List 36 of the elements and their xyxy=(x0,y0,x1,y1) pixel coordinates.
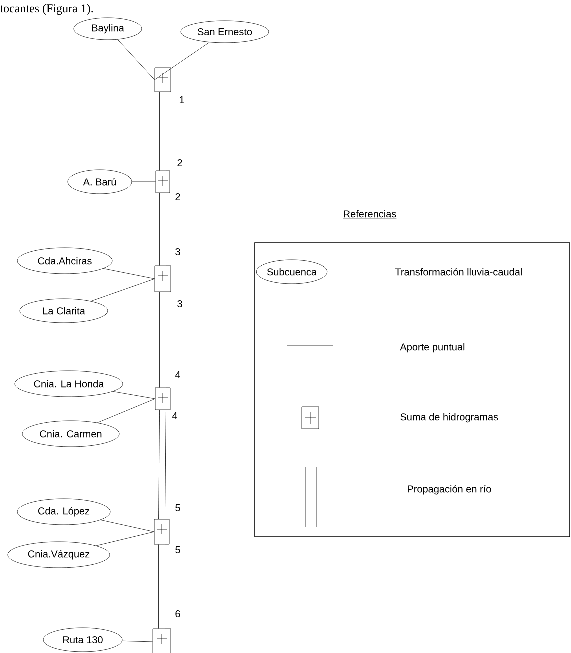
legend-text: Suma de hidrogramas xyxy=(400,413,498,423)
inflow-line xyxy=(97,398,156,424)
reach-number: 5 xyxy=(176,546,180,554)
river-reach xyxy=(158,410,166,520)
junction-box xyxy=(152,628,172,653)
reach-number: 3 xyxy=(178,300,182,308)
legend-text: Aporte puntual xyxy=(400,343,465,353)
reach-number: 4 xyxy=(172,412,178,420)
legend-text: Propagación en río xyxy=(408,485,492,495)
legend-text: Transformación lluvia-caudal xyxy=(395,268,522,276)
river-reach xyxy=(160,193,166,266)
river-reach xyxy=(158,544,166,629)
river-reach xyxy=(160,92,166,171)
inflow-line xyxy=(96,532,154,546)
inflow-line xyxy=(100,520,154,532)
inflow-line xyxy=(112,391,156,400)
river-reach xyxy=(160,292,166,388)
inflow-line xyxy=(122,640,153,642)
reach-number: 2 xyxy=(178,160,182,166)
junction-box xyxy=(155,388,171,410)
reach-number: 2 xyxy=(176,194,180,200)
junction-box xyxy=(154,519,170,545)
reach-number: 3 xyxy=(176,248,180,256)
junction-box xyxy=(154,266,172,292)
inflow-line xyxy=(154,42,210,80)
inflow-line xyxy=(91,278,155,302)
inflow-line xyxy=(118,40,155,80)
body-text: tocantes (Figura 1). xyxy=(0,4,94,16)
reach-number: 6 xyxy=(176,610,180,618)
junction-box xyxy=(156,170,170,194)
reach-number: 4 xyxy=(175,372,180,378)
reach-number: 5 xyxy=(176,504,180,512)
inflow-line xyxy=(103,268,155,280)
legend-title: Referencias xyxy=(343,210,397,220)
junction-box xyxy=(154,68,172,92)
reach-number: 1 xyxy=(180,96,184,104)
